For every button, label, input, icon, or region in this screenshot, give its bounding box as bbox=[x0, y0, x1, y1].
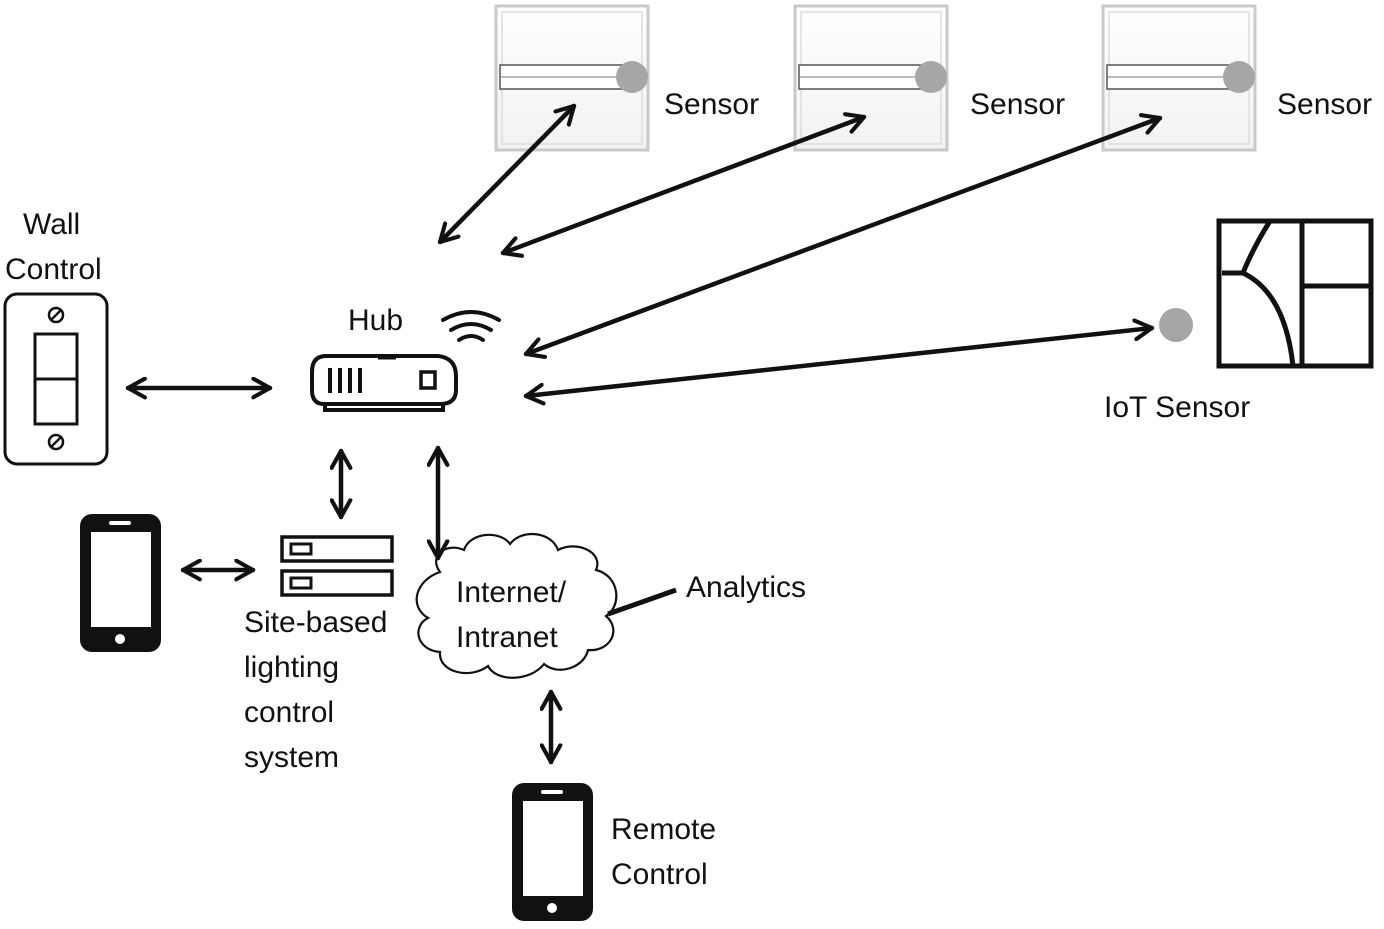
arrow-hub-iot-sensor bbox=[523, 328, 1155, 396]
remote-control-label-line-1: Remote bbox=[611, 813, 717, 846]
remote-control-label: Remote Control bbox=[611, 807, 716, 897]
smartphone-icon bbox=[80, 514, 161, 652]
wall-control-switch-icon bbox=[3, 292, 109, 466]
sensor-label-1: Sensor bbox=[664, 88, 760, 121]
ceiling-sensor-1 bbox=[494, 4, 650, 152]
sensor-label-2: Sensor bbox=[970, 88, 1066, 121]
site-system-label-line-1: Site-based bbox=[244, 606, 388, 639]
sensor-dot-3 bbox=[1223, 61, 1255, 93]
site-system-label: Site-based lighting control system bbox=[244, 600, 387, 780]
iot-sensor-dot bbox=[1159, 308, 1193, 342]
hub-label: Hub bbox=[348, 304, 404, 337]
hub-icon bbox=[310, 354, 458, 412]
wall-control-label: Wall Control bbox=[5, 202, 102, 292]
remote-control-label-line-2: Control bbox=[611, 858, 708, 891]
sensor-label-3: Sensor bbox=[1277, 88, 1373, 121]
analytics-label: Analytics bbox=[686, 571, 807, 604]
wall-control-label-line-1: Wall bbox=[23, 208, 81, 241]
analytics-connector-line bbox=[607, 587, 677, 617]
site-system-label-line-2: lighting bbox=[244, 651, 340, 684]
cloud-label: Internet/ Intranet bbox=[456, 570, 566, 660]
cloud-label-line-1: Internet/ bbox=[456, 576, 567, 609]
arrow-hub-sensor-3 bbox=[523, 118, 1163, 354]
iot-window-icon bbox=[1216, 218, 1374, 369]
sensor-dot-2 bbox=[915, 61, 947, 93]
wall-control-label-line-2: Control bbox=[5, 253, 102, 286]
site-system-label-line-3: control bbox=[244, 696, 335, 729]
wifi-icon bbox=[441, 310, 501, 342]
cloud-icon bbox=[415, 532, 618, 679]
sensor-dot-1 bbox=[616, 61, 648, 93]
ceiling-sensor-2 bbox=[793, 4, 949, 152]
remote-smartphone-icon bbox=[512, 783, 593, 921]
site-system-label-line-4: system bbox=[244, 741, 340, 774]
server-icon bbox=[280, 535, 394, 597]
iot-sensor-label: IoT Sensor bbox=[1104, 391, 1251, 424]
cloud-label-line-2: Intranet bbox=[456, 621, 558, 654]
